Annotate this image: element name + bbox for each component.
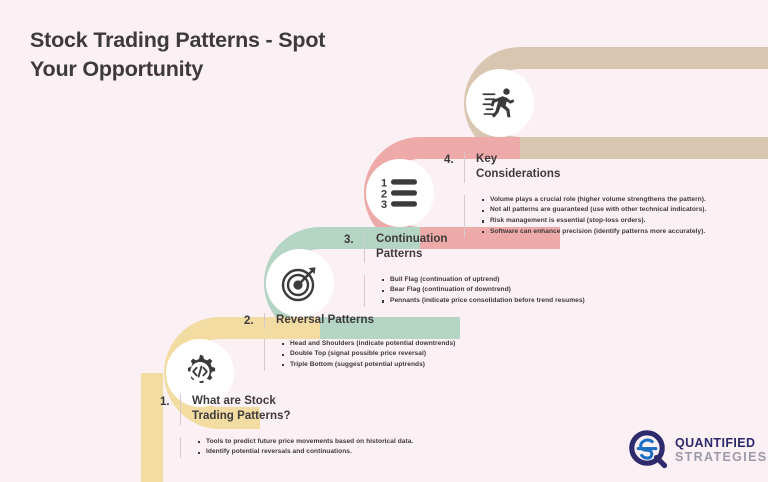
step-3-bullet-list: Bull Flag (continuation of uptrend) Bear… [376,275,585,307]
step-4-body: Volume plays a crucial role (higher volu… [444,194,744,238]
step-3-number: 3. [344,234,354,246]
step-3-heading: 3. Continuation Patterns [344,232,644,263]
svg-text:3: 3 [381,199,387,209]
list-item: Software can enhance precision (identify… [481,227,706,238]
step-1-body-divider [180,436,181,459]
step-4-body-divider [464,194,465,238]
step-3-body-divider [364,274,365,307]
step-1-block: 1. What are Stock Trading Patterns? Tool… [160,394,460,459]
step-1-title: What are Stock Trading Patterns? [192,394,291,425]
step-4-title: Key Considerations [476,152,560,183]
step-2-icon-circle [266,249,334,317]
list-item: Bear Flag (continuation of downtrend) [382,285,585,296]
step-3-icon-circle: 1 2 3 [366,159,434,227]
list-item: Risk management is essential (stop-loss … [481,216,706,227]
logo-name-line-1: QUANTIFIED [675,436,756,450]
step-2-divider [264,313,265,329]
step-2-body-divider [264,338,265,371]
list-item: Double Top (signal possible price revers… [281,349,455,360]
numbered-list-icon: 1 2 3 [381,178,417,209]
step-4-bullet-list: Volume plays a crucial role (higher volu… [476,195,706,238]
step-3-block: 3. Continuation Patterns Bull Flag (cont… [344,232,644,307]
step-2-title: Reversal Patterns [276,313,374,328]
svg-text:1: 1 [381,178,387,190]
step-1-heading: 1. What are Stock Trading Patterns? [160,394,460,425]
step-3-title: Continuation Patterns [376,232,448,263]
step-3-divider [364,232,365,263]
list-item: Identify potential reversals and continu… [197,447,413,458]
step-1-divider [180,394,181,425]
step-2-block: 2. Reversal Patterns Head and Shoulders … [244,313,544,371]
step-2-body: Head and Shoulders (indicate potential d… [244,338,544,371]
logo-wordmark: QUANTIFIED STRATEGIES [675,437,767,463]
running-person-icon [482,88,515,118]
gear-code-icon [187,354,216,383]
list-item: Bull Flag (continuation of uptrend) [382,275,585,286]
page-title: Stock Trading Patterns - Spot Your Oppor… [30,26,430,83]
step-4-block: 4. Key Considerations Volume plays a cru… [444,152,744,238]
step-3-title-line-1: Continuation [376,233,448,245]
svg-text:2: 2 [381,189,387,201]
step-1-bullet-list: Tools to predict future price movements … [192,437,413,458]
step-4-icon-circle [466,69,534,137]
list-item: Volume plays a crucial role (higher volu… [481,195,706,206]
page-title-line-2: Your Opportunity [30,56,204,81]
list-item: Pennants (indicate price consolidation b… [382,296,585,307]
step-1-title-line-1: What are Stock [192,395,276,407]
step-4-divider [464,152,465,183]
step-4-title-line-2: Considerations [476,168,561,181]
step-3-title-line-2: Patterns [376,248,423,261]
step-2-number: 2. [244,315,254,327]
step-4-heading: 4. Key Considerations [444,152,744,183]
page-title-line-1: Stock Trading Patterns - Spot [30,28,326,52]
step-2-title-line-1: Reversal Patterns [276,314,375,326]
quantified-strategies-logo-icon [629,430,668,469]
step-1-body: Tools to predict future price movements … [160,436,460,459]
list-item: Not all patterns are guaranteed (use wit… [481,205,706,216]
step-1-number: 1. [160,396,170,408]
step-2-bullet-list: Head and Shoulders (indicate potential d… [276,339,455,371]
step-1-icon-circle [166,339,234,407]
list-item: Head and Shoulders (indicate potential d… [281,339,455,350]
step-4-title-line-1: Key [476,153,498,165]
logo-name-line-2: STRATEGIES [675,449,768,464]
step-4-number: 4. [444,154,454,166]
step-1-title-line-2: Trading Patterns? [192,410,291,423]
step-2-heading: 2. Reversal Patterns [244,313,544,329]
brand-logo: QUANTIFIED STRATEGIES [629,430,767,470]
list-item: Tools to predict future price movements … [197,437,413,448]
step-3-body: Bull Flag (continuation of uptrend) Bear… [344,274,644,307]
target-arrow-icon [281,267,316,302]
list-item: Triple Bottom (suggest potential uptrend… [281,360,455,371]
